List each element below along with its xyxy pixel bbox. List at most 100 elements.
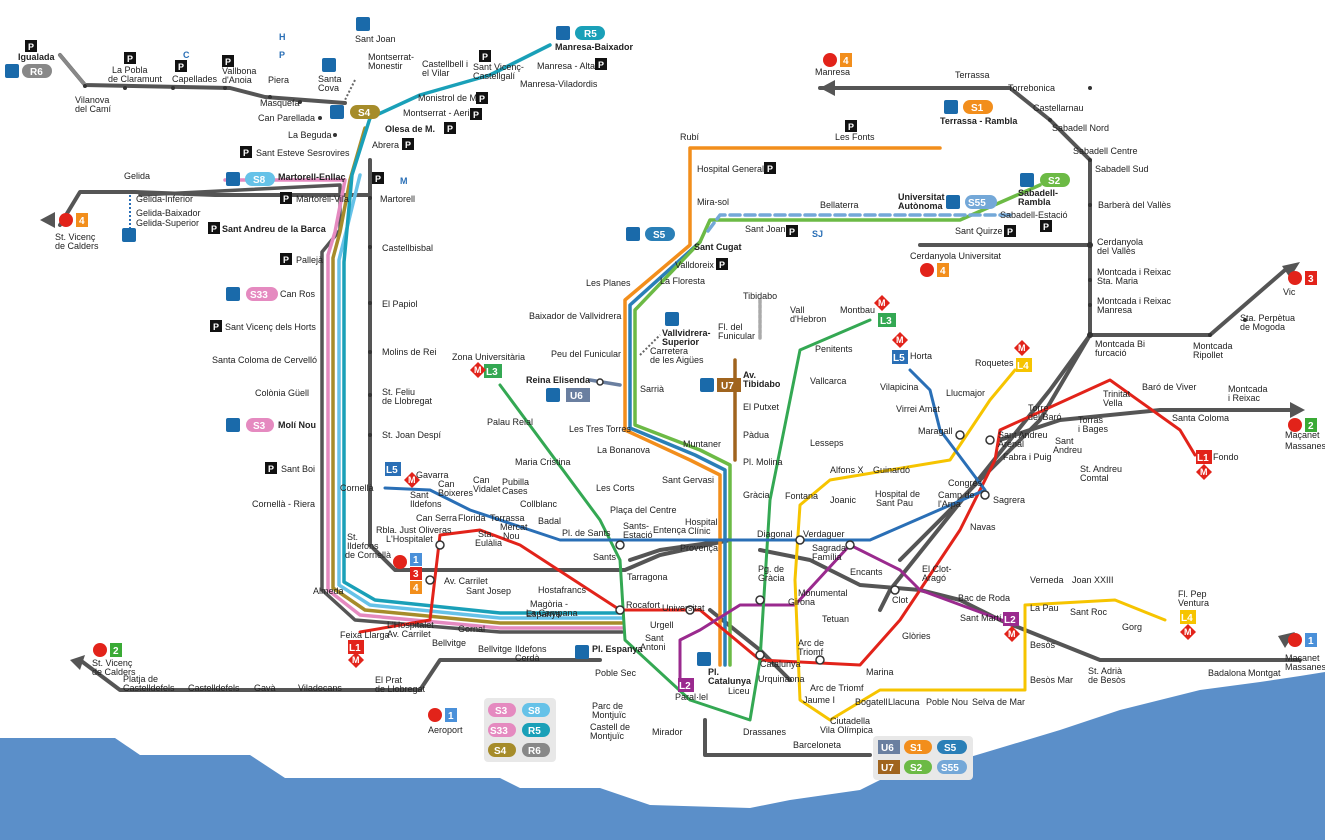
svg-text:Montjuïc: Montjuïc [590,731,625,741]
svg-text:Magòria -: Magòria - [530,599,568,609]
svg-text:Jaume I: Jaume I [803,695,835,705]
svg-text:Hostafrancs: Hostafrancs [538,585,587,595]
svg-text:Reina Elisenda: Reina Elisenda [526,375,591,385]
svg-text:Selva de Mar: Selva de Mar [972,697,1025,707]
svg-text:Sant Joan: Sant Joan [355,34,396,44]
svg-text:Castelldefels: Castelldefels [188,683,240,693]
svg-text:Cerdanyola: Cerdanyola [1097,237,1143,247]
svg-text:Comtal: Comtal [1080,473,1109,483]
svg-text:Piera: Piera [268,75,289,85]
svg-text:Arenal: Arenal [998,439,1024,449]
svg-text:S1: S1 [910,743,923,754]
svg-text:Mira-sol: Mira-sol [697,197,729,207]
svg-text:del Baró: del Baró [1028,412,1062,422]
svg-text:P: P [447,124,453,134]
svg-text:St. Andreu: St. Andreu [1080,464,1122,474]
svg-text:Congrés: Congrés [948,478,983,488]
svg-text:Torrebonica: Torrebonica [1008,83,1055,93]
svg-text:Gelida-Superior: Gelida-Superior [136,218,199,228]
svg-text:L'Hospitalet: L'Hospitalet [386,534,433,544]
svg-text:Martorell: Martorell [380,194,415,204]
svg-text:Sagrera: Sagrera [993,495,1025,505]
svg-text:El Papiol: El Papiol [382,299,418,309]
svg-text:Sant Andreu de la Barca: Sant Andreu de la Barca [222,224,327,234]
svg-text:Santa: Santa [318,74,342,84]
svg-text:Llucmajor: Llucmajor [946,388,985,398]
svg-text:Pàdua: Pàdua [743,430,769,440]
svg-text:S2: S2 [910,763,923,774]
svg-text:Sta. Maria: Sta. Maria [1097,276,1138,286]
fgc-valles [588,146,1042,667]
svg-text:M: M [878,298,886,308]
svg-text:Barceloneta: Barceloneta [793,740,841,750]
svg-text:Martorell-Enllaç: Martorell-Enllaç [278,172,346,182]
svg-text:Sabadell Sud: Sabadell Sud [1095,164,1149,174]
svg-text:de Cornellà: de Cornellà [345,550,391,560]
svg-text:La Pobla: La Pobla [112,65,148,75]
svg-text:Gelida-Baixador: Gelida-Baixador [136,208,201,218]
svg-text:P: P [375,174,381,184]
svg-text:Sant Quirze: Sant Quirze [955,226,1003,236]
svg-text:S5: S5 [653,230,666,241]
svg-text:S8: S8 [253,175,266,186]
svg-text:Besòs Mar: Besòs Mar [1030,675,1073,685]
svg-text:Antoni: Antoni [640,642,666,652]
svg-text:Sant: Sant [1055,436,1074,446]
svg-text:S5: S5 [944,743,957,754]
svg-text:Av. Carrilet: Av. Carrilet [387,629,431,639]
svg-text:Abrera: Abrera [372,140,399,150]
svg-text:Sabadell Nord: Sabadell Nord [1052,123,1109,133]
svg-text:Can: Can [438,479,455,489]
svg-text:P: P [127,54,133,64]
svg-text:Pl. Espanya: Pl. Espanya [592,644,644,654]
svg-text:Aeroport: Aeroport [428,725,463,735]
svg-text:L'Hospitalet: L'Hospitalet [387,620,434,630]
svg-text:La Floresta: La Floresta [660,276,705,286]
svg-text:Estació: Estació [623,530,653,540]
svg-text:3: 3 [413,569,419,580]
svg-text:Terrassa: Terrassa [955,70,990,80]
svg-text:Sant Josep: Sant Josep [466,586,511,596]
svg-text:Manresa-Viladordis: Manresa-Viladordis [520,79,598,89]
svg-text:Alfons X: Alfons X [830,465,864,475]
svg-text:S55: S55 [941,763,959,774]
svg-text:Urquinaona: Urquinaona [758,674,805,684]
svg-text:La Campana: La Campana [526,608,578,618]
svg-text:Olesa de M.: Olesa de M. [385,124,435,134]
svg-text:Universitat: Universitat [662,603,705,613]
svg-text:1: 1 [1308,636,1314,647]
svg-text:Liceu: Liceu [728,686,750,696]
svg-text:Vila Olímpica: Vila Olímpica [820,725,873,735]
svg-text:L3: L3 [880,316,892,327]
svg-text:P: P [178,62,184,72]
svg-text:Vall: Vall [790,305,804,315]
svg-text:Castellarnau: Castellarnau [1033,103,1084,113]
svg-text:S4: S4 [358,108,371,119]
svg-text:Monumental: Monumental [798,588,848,598]
svg-text:L1: L1 [1197,453,1209,464]
svg-text:Ildefons: Ildefons [410,499,442,509]
svg-text:Barberà del Vallès: Barberà del Vallès [1098,200,1171,210]
svg-text:Gavarra: Gavarra [416,470,449,480]
svg-text:P: P [598,60,604,70]
svg-text:2: 2 [113,646,119,657]
svg-text:Molí Nou: Molí Nou [278,420,316,430]
svg-text:Verneda: Verneda [1030,575,1064,585]
svg-text:l'Arpa: l'Arpa [938,499,961,509]
interchanges [425,378,995,665]
svg-text:Gavà: Gavà [254,683,276,693]
svg-text:Vella: Vella [1103,398,1123,408]
svg-text:P: P [473,110,479,120]
svg-text:Arc de Triomf: Arc de Triomf [810,683,864,693]
svg-text:de Besòs: de Besòs [1088,675,1126,685]
svg-text:P: P [213,322,219,332]
svg-text:Catalunya: Catalunya [760,659,801,669]
svg-text:Sant Roc: Sant Roc [1070,607,1108,617]
svg-text:d'Hebron: d'Hebron [790,314,826,324]
svg-text:Manresa - Alta: Manresa - Alta [537,61,595,71]
svg-text:de Claramunt: de Claramunt [108,74,163,84]
svg-text:Montserrat - Aeri: Montserrat - Aeri [403,108,470,118]
svg-text:Les Planes: Les Planes [586,278,631,288]
svg-text:Camp de: Camp de [938,490,975,500]
svg-text:P: P [789,227,795,237]
